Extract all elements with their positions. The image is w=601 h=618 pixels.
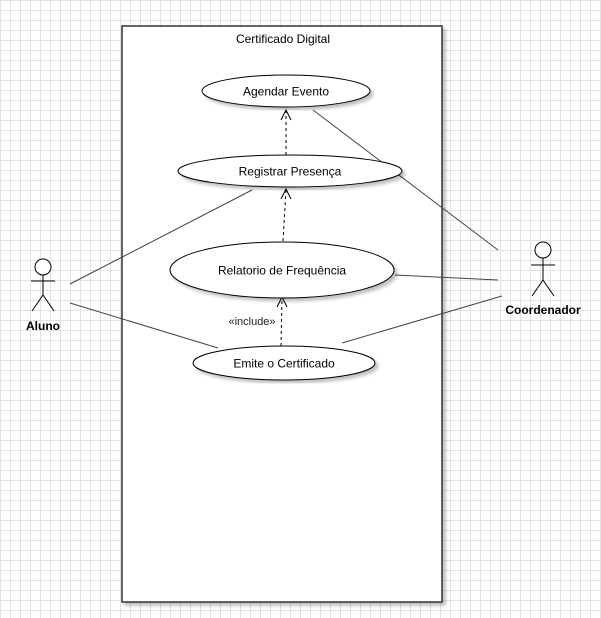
use-case-registrar-presenca[interactable]: Registrar Presença: [177, 154, 403, 188]
actor-name: Aluno: [26, 319, 60, 333]
stick-figure-icon: [31, 258, 55, 312]
use-case-label: Registrar Presença: [239, 165, 342, 179]
use-case-emite-certificado[interactable]: Emite o Certificado: [192, 345, 376, 381]
use-case-label: Relatorio de Frequência: [218, 264, 346, 278]
association-coordenador-agendar[interactable]: [312, 109, 499, 251]
actor-name: Coordenador: [505, 303, 581, 317]
use-case-ellipse: [177, 154, 403, 188]
open-arrow-icon: [280, 187, 292, 200]
use-case-relatorio-frequencia[interactable]: Relatorio de Frequência: [169, 241, 395, 299]
actor-aluno[interactable]: Aluno: [26, 258, 60, 333]
include-emite-relatorio[interactable]: «include»: [228, 295, 288, 347]
use-case-ellipse: [192, 345, 376, 381]
use-case-ellipse: [169, 241, 395, 299]
dependency-relatorio-registrar[interactable]: [280, 187, 292, 242]
association-aluno-registrar[interactable]: [69, 189, 253, 285]
association-coordenador-relatorio[interactable]: [394, 274, 499, 281]
association-aluno-emite[interactable]: [69, 302, 219, 349]
use-case-label: Emite o Certificado: [233, 357, 335, 371]
dependencies: «include»: [228, 108, 292, 347]
use-case-label: Agendar Evento: [243, 85, 329, 99]
association-coordenador-emite[interactable]: [341, 295, 503, 344]
open-arrow-icon: [280, 108, 292, 121]
system-title: Certificado Digital: [236, 32, 330, 46]
include-stereotype-label: «include»: [228, 316, 275, 328]
dependency-registrar-agendar[interactable]: [280, 108, 292, 155]
associations: [69, 109, 503, 349]
use-case-agendar-evento[interactable]: Agendar Evento: [201, 74, 371, 108]
stick-figure-icon: [531, 241, 555, 297]
actor-coordenador[interactable]: Coordenador: [505, 241, 581, 317]
use-case-ellipse: [201, 74, 371, 108]
